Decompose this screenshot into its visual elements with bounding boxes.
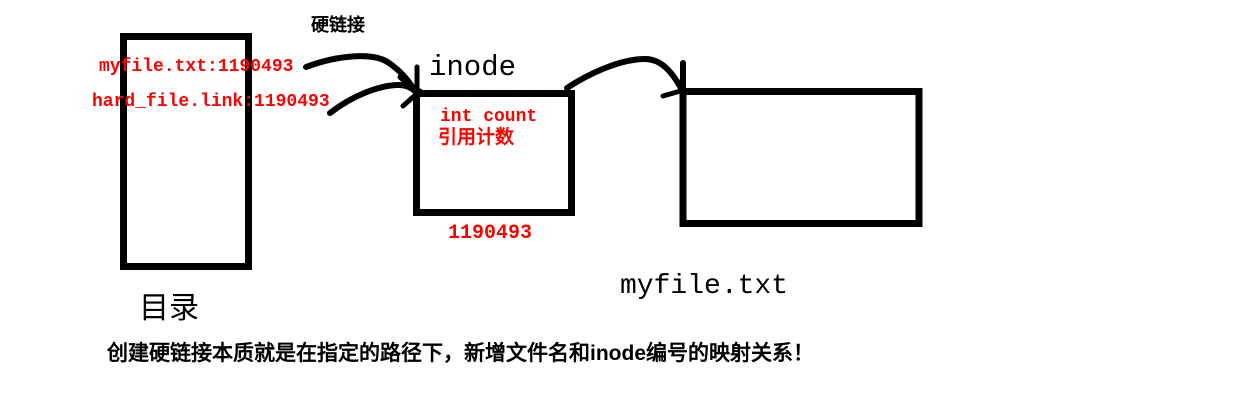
hardlink-label: 硬链接 (311, 15, 365, 35)
inode-count-caption: 引用计数 (438, 127, 515, 148)
file-label: myfile.txt (620, 271, 789, 302)
note-text: 创建硬链接本质就是在指定的路径下，新增文件名和inode编号的映射关系！ (107, 342, 814, 365)
arrowhead-barb-lower (400, 88, 423, 109)
directory-label: 目录 (139, 292, 199, 325)
inode-box (413, 90, 575, 216)
arrow-myfile-to-inode (303, 53, 417, 93)
directory-entry-myfile: myfile.txt:1190493 (99, 57, 294, 77)
inode-title: inode (429, 51, 517, 84)
directory-entry-hardfile: hard_file.link:1190493 (92, 92, 330, 112)
inode-number: 1190493 (448, 222, 533, 245)
arrow-inode-to-file-barb (660, 87, 687, 99)
inode-count-field: int count (440, 107, 538, 127)
arrow-hardfile-to-inode (327, 81, 419, 116)
arrow-inode-to-file (564, 55, 684, 91)
directory-box (120, 33, 252, 270)
file-box (679, 88, 923, 227)
